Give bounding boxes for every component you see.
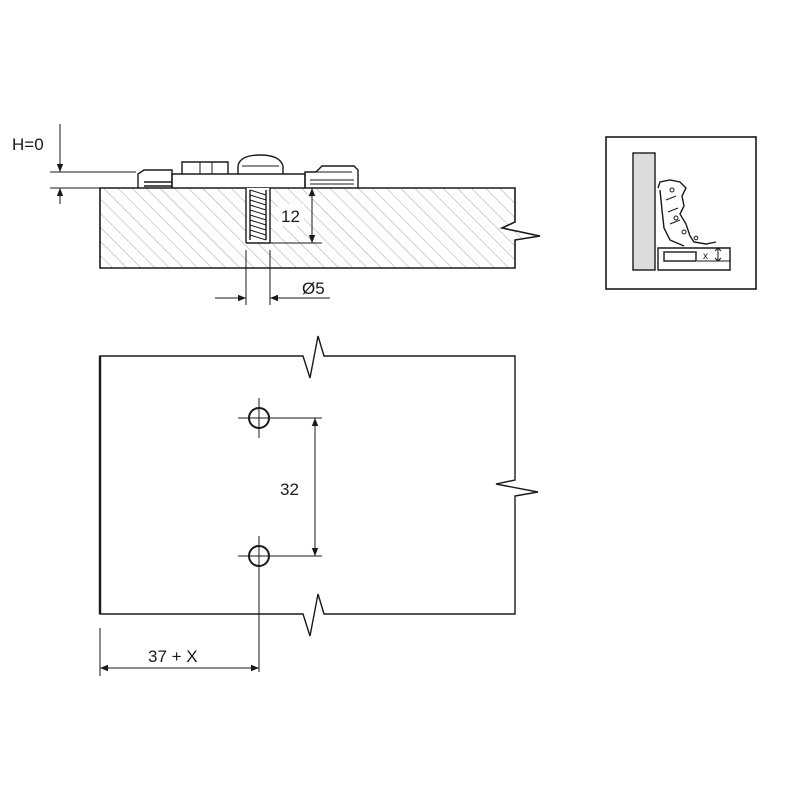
screw-thread: [249, 189, 267, 241]
panel-section: [99, 187, 541, 269]
height-label: H=0: [12, 135, 44, 154]
section-view: H=0 12 Ø5: [12, 124, 541, 305]
diameter-dimension: Ø5: [215, 250, 330, 305]
plan-view: 32 37 + X: [98, 335, 539, 676]
depth-label: 12: [281, 207, 300, 226]
panel-plan: [99, 335, 539, 637]
diameter-label: Ø5: [302, 279, 325, 298]
inset-x-label: x: [703, 251, 708, 262]
spacing-dimension: 32: [270, 417, 322, 557]
offset-label: 37 + X: [148, 647, 198, 666]
hinge-inset: x: [605, 136, 757, 290]
spacing-label: 32: [280, 480, 299, 499]
depth-dimension: 12: [270, 188, 322, 244]
height-dimension: H=0: [12, 124, 136, 204]
offset-dimension: 37 + X: [99, 628, 259, 676]
inset-door: [632, 152, 656, 271]
mounting-plate: [137, 154, 359, 188]
screw-hole: [245, 188, 271, 244]
